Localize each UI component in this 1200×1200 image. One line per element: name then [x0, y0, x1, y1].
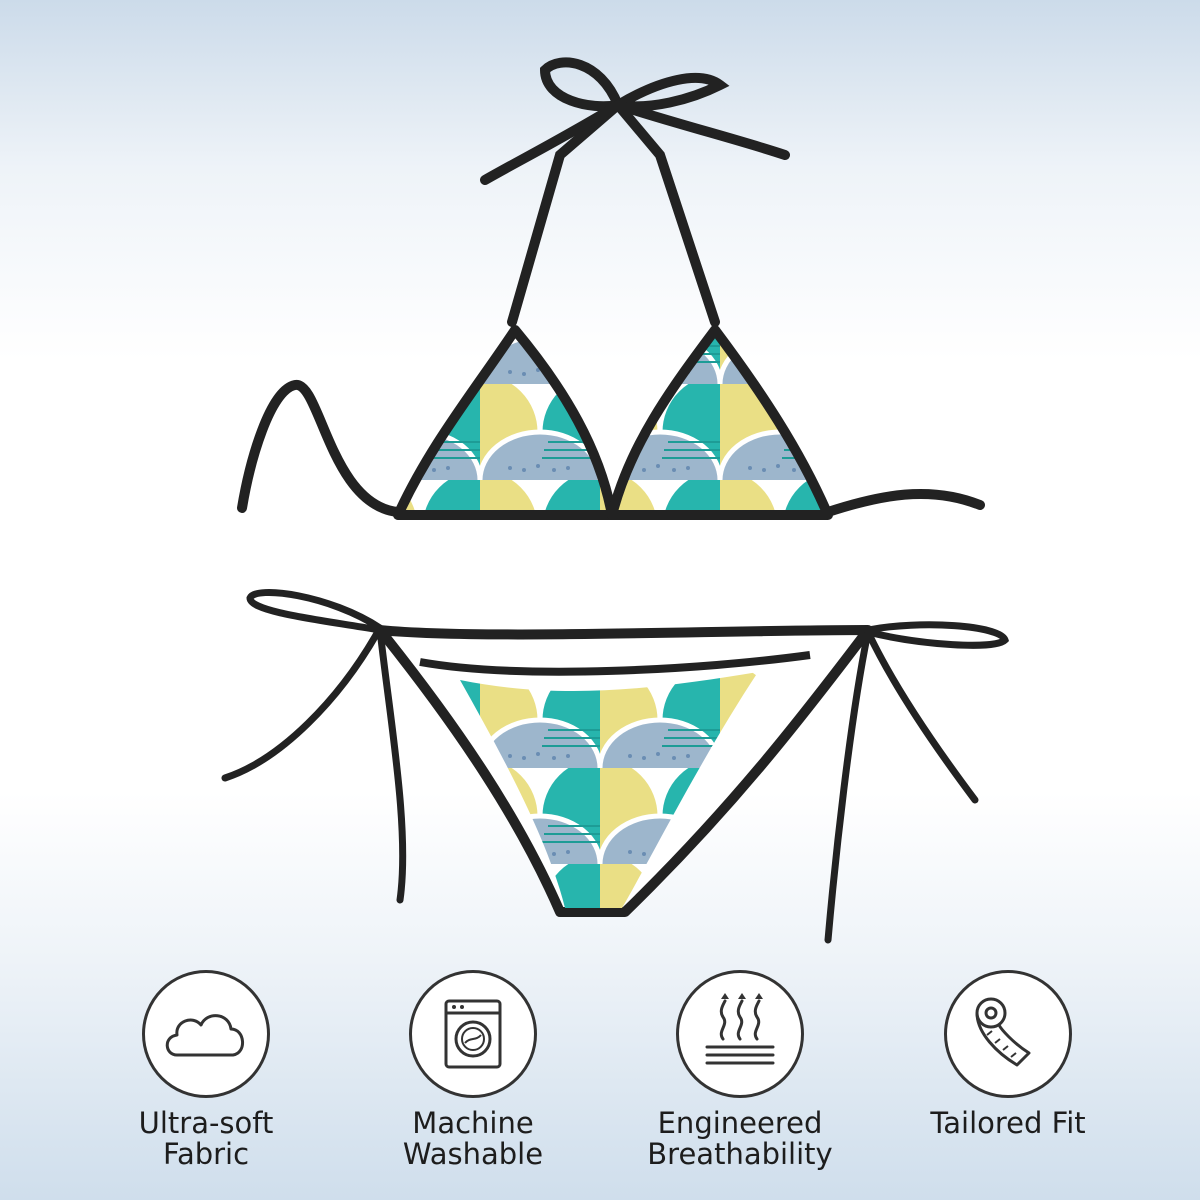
feature-machine-washable: Machine Washable: [323, 970, 623, 1190]
halter-neck-ties: [480, 57, 790, 327]
bikini-top: [237, 325, 985, 520]
right-cup: [607, 325, 833, 520]
feature-ultra-soft-fabric: Ultra-soft Fabric: [56, 970, 356, 1190]
breathable-heat-waves-icon: [705, 993, 775, 1065]
left-back-tie: [237, 380, 403, 517]
feature-label: Ultra-soft Fabric: [138, 1106, 274, 1171]
left-side-tie: [221, 589, 385, 782]
measuring-tape-icon: [975, 997, 1031, 1067]
right-back-tie: [823, 488, 985, 517]
washing-machine-icon: [444, 999, 502, 1069]
feature-engineered-breathability: Engineered Breathability: [590, 970, 890, 1190]
feature-label: Engineered Breathability: [647, 1106, 833, 1171]
right-side-tie: [861, 621, 1010, 804]
feature-tailored-fit: Tailored Fit: [858, 970, 1158, 1190]
cloud-icon: [165, 1014, 244, 1057]
bikini-product-illustration: [221, 57, 1010, 944]
left-cup: [393, 325, 617, 520]
bikini-bottom: [221, 589, 1010, 944]
feature-label: Tailored Fit: [930, 1106, 1086, 1140]
feature-badge: [944, 970, 1072, 1098]
feature-label: Machine Washable: [402, 1106, 544, 1171]
feature-badge: [142, 970, 270, 1098]
feature-badge: [409, 970, 537, 1098]
feature-badge: [676, 970, 804, 1098]
